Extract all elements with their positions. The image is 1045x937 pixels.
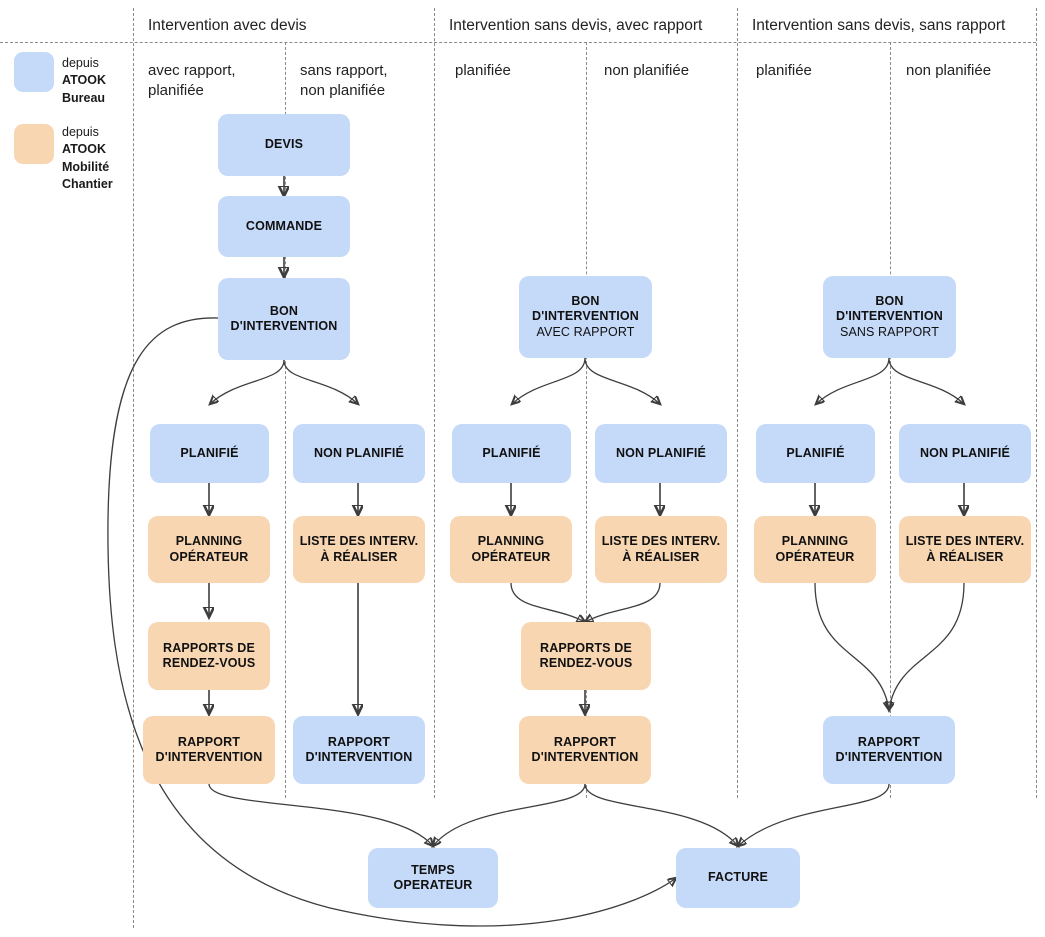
node-non-planifie-1[interactable]: NON PLANIFIÉ: [293, 424, 425, 483]
node-liste-interventions-2[interactable]: LISTE DES INTERV.À RÉALISER: [595, 516, 727, 583]
node-non-planifie-3-label: NON PLANIFIÉ: [920, 445, 1010, 460]
node-planifie-3-label: PLANIFIÉ: [786, 445, 845, 460]
node-non-planifie-1-label: NON PLANIFIÉ: [314, 445, 404, 460]
node-planifie-3[interactable]: PLANIFIÉ: [756, 424, 875, 483]
legend-label-bureau: depuis ATOOK Bureau: [62, 55, 142, 107]
node-planifie-1-label: PLANIFIÉ: [180, 445, 239, 460]
node-planifie-2[interactable]: PLANIFIÉ: [452, 424, 571, 483]
node-facture[interactable]: FACTURE: [676, 848, 800, 908]
node-commande-label: COMMANDE: [245, 218, 323, 233]
node-facture-label: FACTURE: [707, 870, 769, 885]
node-liste-2-label: LISTE DES INTERV.À RÉALISER: [601, 534, 721, 564]
legend-bureau-line3: Bureau: [62, 90, 106, 105]
sub-title-1b-line2: non planifiée: [300, 81, 386, 99]
lane-divider-2-3: [737, 8, 738, 798]
group-title-3: Intervention sans devis, sans rapport: [752, 17, 1006, 34]
legend-label-mobilite: depuis ATOOK Mobilité Chantier: [62, 124, 142, 193]
node-liste-interventions-3[interactable]: LISTE DES INTERV.À RÉALISER: [899, 516, 1031, 583]
node-liste-interventions-1[interactable]: LISTE DES INTERV.À RÉALISER: [293, 516, 425, 583]
sub-title-3b: non planifiée: [906, 62, 992, 79]
legend-mobilite-line4: Chantier: [62, 176, 113, 191]
node-devis[interactable]: DEVIS: [218, 114, 350, 176]
sub-title-1a-line1: avec rapport,: [148, 62, 236, 79]
group-title-2: Intervention sans devis, avec rapport: [449, 17, 703, 34]
node-temps-label: TEMPS OPERATEUR: [393, 862, 473, 892]
node-non-planifie-2-label: NON PLANIFIÉ: [616, 445, 706, 460]
node-commande[interactable]: COMMANDE: [218, 196, 350, 257]
legend-mobilite-line2: ATOOK: [62, 142, 106, 157]
node-bon-2-sub: AVEC RAPPORT: [536, 324, 635, 339]
legend-mobilite-line1: depuis: [62, 125, 99, 139]
header-divider: [0, 42, 1036, 43]
legend-bureau-line2: ATOOK: [62, 73, 106, 88]
node-non-planifie-3[interactable]: NON PLANIFIÉ: [899, 424, 1031, 483]
sub-title-1a: avec rapport, planifiée: [148, 61, 278, 101]
sub-title-1b-line1: sans rapport,: [300, 62, 388, 79]
sub-title-2a: planifiée: [455, 62, 511, 79]
legend-mobilite-line3: Mobilité: [62, 159, 110, 174]
sub-title-3a: planifiée: [756, 62, 812, 79]
lane-divider-right: [1036, 8, 1037, 798]
node-bon-3-sub: SANS RAPPORT: [840, 324, 939, 339]
group-title-1: Intervention avec devis: [148, 17, 307, 34]
node-liste-1-label: LISTE DES INTERV.À RÉALISER: [299, 534, 419, 564]
sub-title-1a-line2: planifiée: [148, 81, 204, 99]
node-planifie-2-label: PLANIFIÉ: [482, 445, 541, 460]
sublane-divider-3: [890, 42, 891, 798]
legend-swatch-bureau: [14, 52, 54, 92]
node-liste-3-label: LISTE DES INTERV.À RÉALISER: [905, 534, 1025, 564]
lane-divider-1-2: [434, 8, 435, 798]
node-non-planifie-2[interactable]: NON PLANIFIÉ: [595, 424, 727, 483]
sub-title-2b: non planifiée: [604, 62, 690, 79]
node-devis-label: DEVIS: [264, 137, 304, 152]
node-temps-operateur[interactable]: TEMPS OPERATEUR: [368, 848, 498, 908]
legend-bureau-line1: depuis: [62, 56, 99, 70]
legend-swatch-mobilite: [14, 124, 54, 164]
node-planifie-1[interactable]: PLANIFIÉ: [150, 424, 269, 483]
sub-title-1b: sans rapport, non planifiée: [300, 61, 430, 101]
